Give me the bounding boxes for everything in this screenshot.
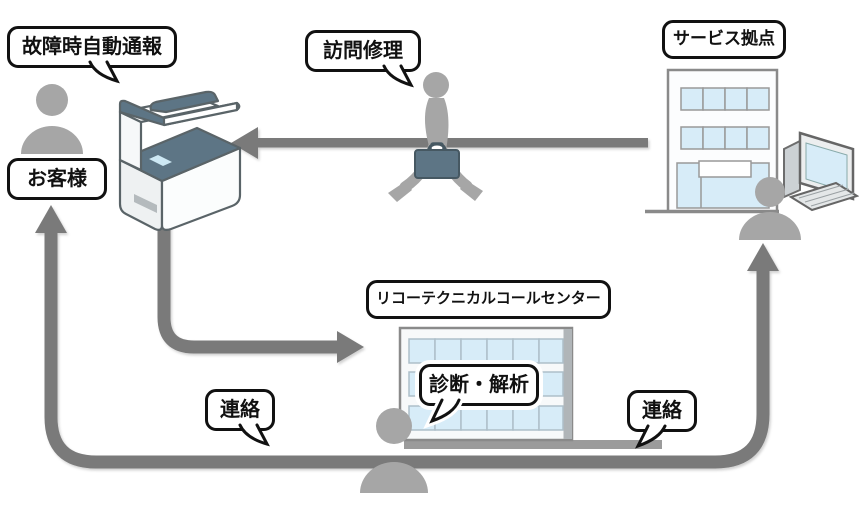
service-site-label: サービス拠点	[673, 29, 775, 48]
diagnosis-bubble: 診断・解析	[419, 364, 539, 429]
diagnosis-label: 診断・解析	[429, 374, 529, 396]
service-site-label-box: サービス拠点	[662, 20, 786, 59]
speech-tail-icon	[88, 60, 120, 84]
visit-repair-label: 訪問修理	[323, 40, 403, 62]
customer-label: お客様	[27, 168, 87, 190]
contact-left-bubble: 連絡	[205, 389, 275, 447]
call-center-label: リコーテクニカルコールセンター	[376, 290, 601, 307]
multifunction-printer-icon	[118, 90, 242, 231]
visit-repair-bubble: 訪問修理	[305, 30, 421, 88]
call-center-operator-icon	[360, 408, 428, 493]
speech-tail-icon	[382, 64, 414, 88]
service-building-icon	[645, 68, 779, 214]
briefcase-icon	[414, 142, 460, 179]
speech-tail-icon	[238, 423, 270, 447]
printer-to-callcenter-arrow-icon	[157, 226, 364, 363]
repair-technician-icon	[388, 72, 483, 202]
speech-tail-icon	[423, 395, 464, 429]
contact-left-label: 連絡	[220, 399, 260, 421]
contact-right-bubble: 連絡	[627, 390, 697, 449]
customer-label-box: お客様	[7, 158, 107, 200]
call-center-label-box: リコーテクニカルコールセンター	[366, 280, 611, 319]
desktop-computer-icon	[783, 131, 859, 212]
contact-right-label: 連絡	[642, 400, 682, 422]
left-arrow-icon	[231, 127, 648, 159]
service-staff-person-icon	[739, 177, 801, 240]
auto-report-bubble: 故障時自動通報	[7, 26, 177, 84]
customer-person-icon	[21, 84, 83, 154]
auto-report-label: 故障時自動通報	[22, 36, 162, 58]
customer-loop-arrow-icon	[35, 205, 779, 469]
speech-tail-icon	[634, 424, 667, 449]
